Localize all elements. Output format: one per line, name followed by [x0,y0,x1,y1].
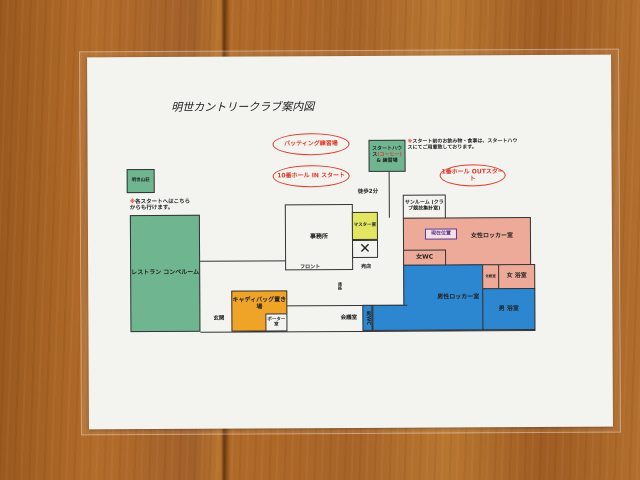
restaurant-room: レストラン コンペルーム [129,214,201,333]
note-left: ※各スタートへはこちらからも行けます。 [129,198,191,212]
out-start-oval: 1番ホール OUTスタート [439,164,506,187]
corridor-wall [200,260,286,262]
office-room: 事務所 [284,203,354,271]
master-room: マスター室 [351,211,378,240]
men-locker-room: 男性ロッカー室 [403,264,484,331]
powder-room: 化粧室 [482,264,500,290]
porter-room: ポーター室 [265,313,288,332]
map-title: 明世カントリークラブ案内図 [171,100,315,114]
note-right: ※スタート前のお飲み物・食事は、スタートハウスにてご用意致しております。 [407,138,518,151]
women-wc: 女WC [403,249,447,266]
men-locker-annex [372,304,408,331]
walk-time: 徒歩2分 [357,188,379,195]
walk-arrow [388,171,390,218]
stairwell-x-box: ✕ [351,239,379,258]
front-desk-label: フロント [300,264,321,271]
villa-building: 明世山荘 [126,169,155,194]
batting-range-oval: バッティング練習場 [272,133,350,156]
meeting-room: 会議室 [340,314,358,321]
current-location-marker: 現在位置 [424,228,457,240]
floor-map-sheet: 明世カントリークラブ案内図 明世山荘 ※各スタートへはこちらからも行けます。 レ… [87,54,613,430]
in-start-oval: 10番ホール IN スタート [272,165,350,188]
shop-label: 売店 [361,263,372,270]
men-wc: 男WC [362,304,373,331]
start-house: スタートハウス(コーヒー)& 練習場 [368,139,406,172]
sunroom: サンルーム (クラブ競技集計室) [402,194,446,219]
entrance-label: 玄関 [213,315,225,322]
corridor-label: 通路 [337,282,343,291]
women-bath: 女 浴室 [498,264,536,290]
men-bath: 男 浴室 [482,288,536,331]
